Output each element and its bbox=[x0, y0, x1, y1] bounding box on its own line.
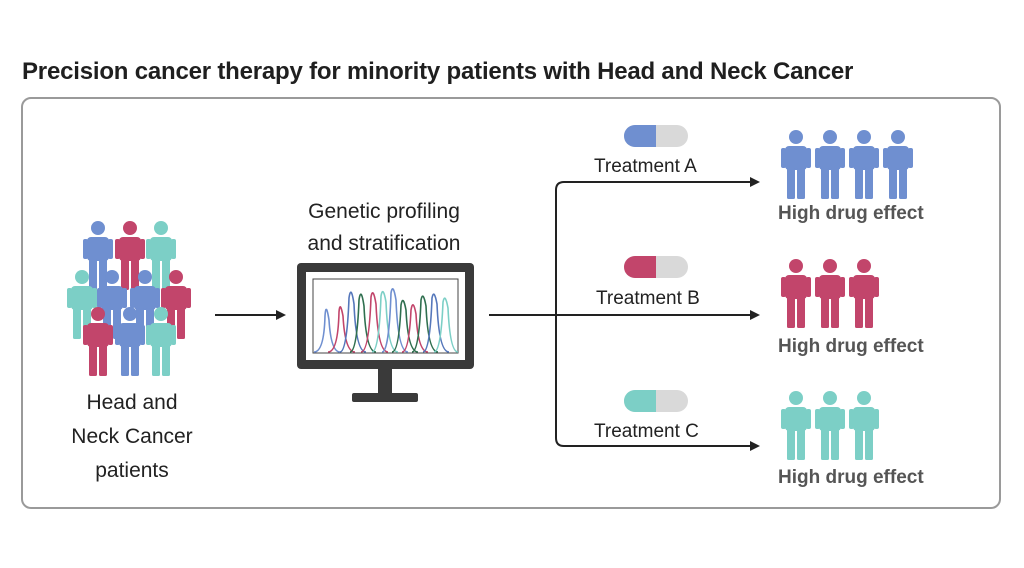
arrow-treatment-c bbox=[555, 315, 760, 451]
pill-a-icon bbox=[624, 125, 688, 147]
treatment-b-label: Treatment B bbox=[596, 288, 700, 309]
patient-crowd-icon bbox=[67, 221, 191, 376]
branch-arrows bbox=[489, 177, 760, 451]
profiling-label-line-2: and stratification bbox=[307, 232, 461, 255]
effect-a-label: High drug effect bbox=[778, 203, 924, 224]
pill-b-icon bbox=[624, 256, 688, 278]
effect-c-label: High drug effect bbox=[778, 467, 924, 488]
arrow-treatment-a bbox=[555, 177, 760, 315]
chromatogram bbox=[313, 288, 459, 353]
group-a-people-icon bbox=[781, 130, 913, 199]
effect-b-label: High drug effect bbox=[778, 336, 924, 357]
patients-label-line-3: patients bbox=[95, 459, 169, 482]
patients-label-line-1: Head and bbox=[86, 391, 178, 414]
pill-c-icon bbox=[624, 390, 688, 412]
page-title: Precision cancer therapy for minority pa… bbox=[22, 58, 854, 85]
profiling-label: Genetic profiling and stratification bbox=[284, 196, 484, 260]
treatment-a-label: Treatment A bbox=[594, 156, 697, 177]
group-c-people-icon bbox=[781, 391, 879, 460]
group-b-people-icon bbox=[781, 259, 879, 328]
patients-label-line-2: Neck Cancer bbox=[71, 425, 193, 448]
profiling-label-line-1: Genetic profiling bbox=[308, 200, 460, 223]
diagram-frame bbox=[21, 97, 1001, 509]
patients-label: Head and Neck Cancer patients bbox=[52, 386, 212, 488]
treatment-c-label: Treatment C bbox=[594, 421, 699, 442]
